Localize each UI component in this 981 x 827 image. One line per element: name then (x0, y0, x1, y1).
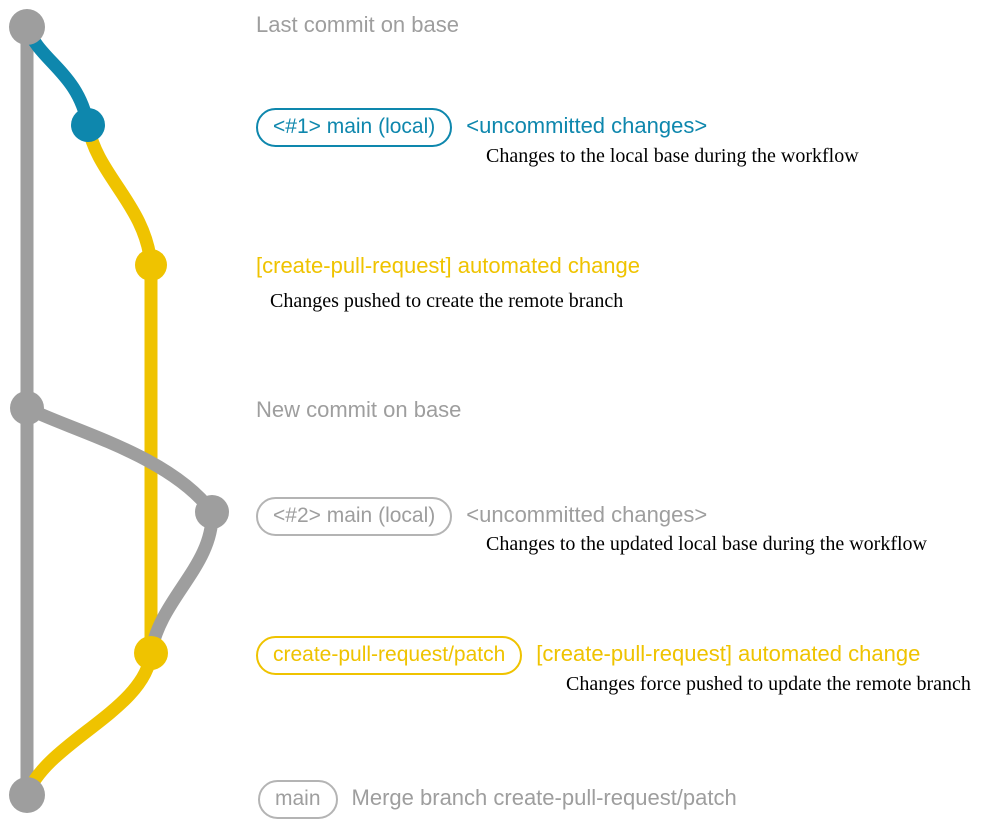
commit-node-patch-2[interactable] (134, 636, 168, 670)
commit-note-local-main-2: Changes to the updated local base during… (486, 533, 927, 555)
edge-patch-2-to-merge (20, 646, 158, 802)
branch-pill-create-pull-request-patch[interactable]: create-pull-request/patch (256, 636, 523, 675)
row-local-main-1: <#1> main (local) <uncommitted changes> (256, 108, 707, 147)
commit-subject-automated-change-1: [create-pull-request] automated change (256, 253, 641, 278)
commit-note-automated-change-2: Changes force pushed to update the remot… (566, 673, 971, 695)
commit-node-local-main-2[interactable] (195, 495, 229, 529)
row-new-commit-on-base: New commit on base (256, 397, 461, 423)
commit-node-patch-1[interactable] (135, 249, 167, 281)
edge-local-2-to-patch-2 (144, 505, 219, 660)
commit-node-local-main-1[interactable] (71, 108, 105, 142)
commit-node-merge[interactable] (9, 777, 45, 813)
commit-subject-last-commit-on-base: Last commit on base (256, 12, 459, 37)
commit-note-automated-change-1: Changes pushed to create the remote bran… (270, 290, 624, 312)
commit-subject-new-commit-on-base: New commit on base (256, 397, 462, 422)
row-automated-change-2: create-pull-request/patch [create-pull-r… (256, 636, 920, 675)
commit-node-base-top[interactable] (9, 9, 45, 45)
row-automated-change-1: [create-pull-request] automated change (256, 253, 640, 279)
commit-note-local-main-1: Changes to the local base during the wor… (486, 145, 859, 167)
row-last-commit-on-base: Last commit on base (256, 12, 459, 38)
row-local-main-2: <#2> main (local) <uncommitted changes> (256, 497, 707, 536)
commit-subject-automated-change-2: [create-pull-request] automated change (536, 641, 921, 666)
row-merge-commit: main Merge branch create-pull-request/pa… (258, 780, 737, 819)
edge-base-new-to-local-2 (20, 401, 219, 519)
branch-pill-local-main-1[interactable]: <#1> main (local) (256, 108, 453, 147)
branch-pill-local-main-2[interactable]: <#2> main (local) (256, 497, 453, 536)
commit-subject-merge: Merge branch create-pull-request/patch (351, 785, 737, 810)
commit-subject-local-main-2: <uncommitted changes> (466, 502, 708, 527)
edge-local-1-to-patch-1 (81, 118, 158, 272)
branch-pill-main[interactable]: main (258, 780, 338, 819)
commit-node-base-new[interactable] (10, 391, 44, 425)
commit-subject-local-main-1: <uncommitted changes> (466, 113, 708, 138)
